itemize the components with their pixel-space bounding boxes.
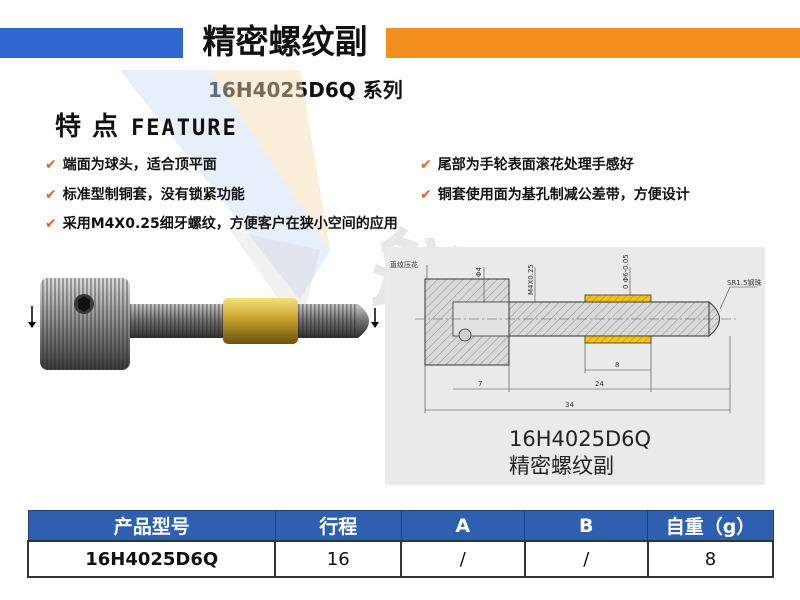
check-icon: ✔ (420, 157, 432, 173)
drawing-caption-model: 16H4025D6Q (509, 427, 652, 451)
check-icon: ✔ (45, 187, 57, 203)
feature-item: ✔尾部为手轮表面滚花处理手感好 (420, 157, 634, 173)
cell-weight: 8 (646, 540, 775, 578)
feature-heading-en: FEATURE (131, 116, 238, 141)
label-phi4: Φ4 (475, 266, 483, 277)
feature-heading-cn: 特 点 (55, 112, 120, 142)
dim-8: 8 (615, 361, 619, 369)
check-icon: ✔ (45, 216, 57, 232)
check-icon: ✔ (420, 187, 432, 203)
col-header-model: 产品型号 (27, 510, 276, 542)
drawing-caption: 16H4025D6Q 精密螺纹副 (509, 426, 651, 480)
feature-item: ✔端面为球头，适合顶平面 (45, 157, 217, 173)
series-subtitle: 16H4025D6Q 系列 (208, 78, 403, 102)
spec-table: 产品型号 行程 A B 自重（g） 16H4025D6Q 16 / / 8 (26, 510, 775, 578)
feature-heading: 特 点 FEATURE (55, 106, 238, 143)
header-bar-right (386, 28, 800, 58)
label-knurl: 直纹压花 (390, 260, 418, 269)
product-photo (28, 278, 379, 370)
dim-34: 34 (565, 401, 574, 409)
feature-item: ✔采用M4X0.25细牙螺纹，方便客户在狭小空间的应用 (45, 216, 398, 232)
feature-item: ✔标准型制铜套，没有锁紧功能 (45, 187, 245, 203)
col-header-a: A (400, 510, 526, 542)
feature-item: ✔铜套使用面为基孔制减公差带，方便设计 (420, 187, 690, 203)
table-row: 16H4025D6Q 16 / / 8 (26, 540, 775, 578)
header-bar-left (0, 28, 183, 58)
cell-b: / (523, 540, 649, 578)
dim-24: 24 (595, 380, 604, 388)
col-header-stroke: 行程 (274, 510, 402, 542)
col-header-b: B (523, 510, 649, 542)
label-thread: M4X0.25 (527, 264, 535, 295)
cell-stroke: 16 (274, 540, 403, 578)
label-tolerance: 0 Φ6-0.05 (622, 254, 630, 289)
dim-7: 7 (478, 380, 482, 388)
label-sr: SR1.5钢珠 (727, 278, 761, 287)
cell-model: 16H4025D6Q (26, 540, 277, 578)
page-title: 精密螺纹副 (202, 22, 368, 61)
table-header-row: 产品型号 行程 A B 自重（g） (27, 510, 774, 542)
technical-drawing-panel: 直纹压花 Φ4 M4X0.25 0 Φ6-0.05 SR1.5钢珠 8 7 24… (385, 247, 765, 485)
technical-drawing: 直纹压花 Φ4 M4X0.25 0 Φ6-0.05 SR1.5钢珠 8 7 24… (390, 254, 761, 413)
drawing-caption-name: 精密螺纹副 (509, 454, 614, 478)
col-header-weight: 自重（g） (647, 510, 774, 542)
check-icon: ✔ (45, 157, 57, 173)
cell-a: / (400, 540, 526, 578)
